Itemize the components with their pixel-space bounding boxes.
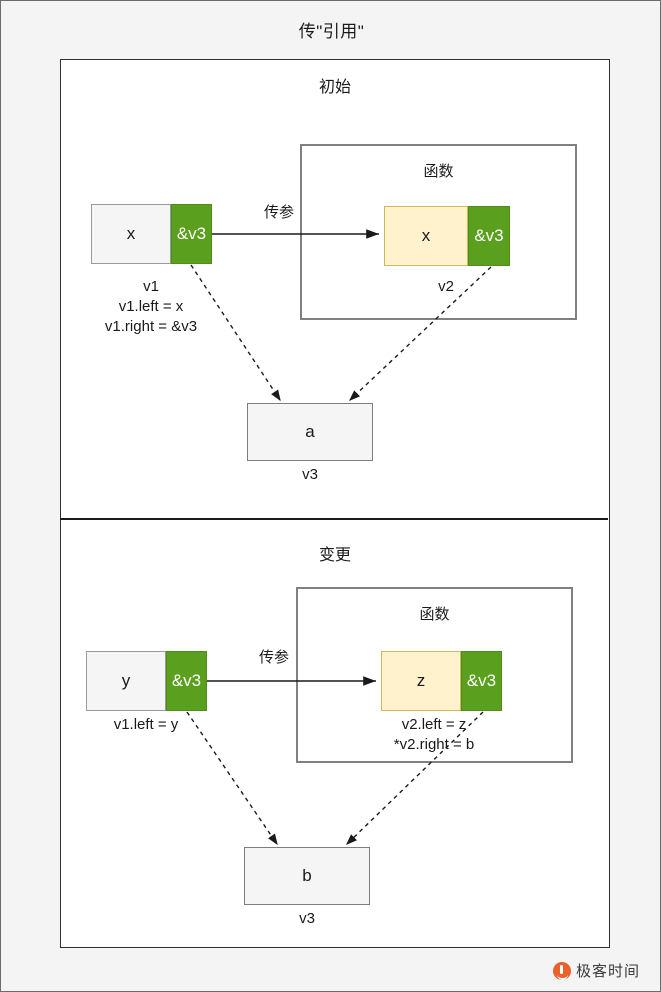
v1-caption: v1 v1.left = x v1.right = &v3 (61, 277, 241, 337)
watermark-label: 极客时间 (576, 963, 641, 980)
watermark: 极客时间 (553, 960, 640, 981)
v1-name: v1 (143, 278, 159, 295)
v2-right-cell-pointer: &v3 (468, 206, 510, 266)
target-box-v3-change: b (244, 847, 370, 905)
target-box-v3-initial: a (247, 403, 373, 461)
v1-right-cell-pointer: &v3 (171, 204, 212, 264)
v2-left-cell: x (384, 206, 468, 266)
v2-left-cell-change: z (381, 651, 461, 711)
section-divider (60, 518, 608, 520)
v1-left-cell-change: y (86, 651, 166, 711)
v1-detail-left: v1.left = x (118, 298, 184, 315)
edge-label-pass-change: 传参 (258, 649, 289, 666)
page-title: 传"引用" (298, 22, 365, 41)
function-scope-label-change: 函数 (419, 606, 450, 623)
v3-caption-initial: v3 (302, 466, 318, 483)
edge-label-pass-initial: 传参 (263, 204, 294, 221)
variable-box-v1-change: y &v3 (86, 651, 207, 711)
geektime-logo-icon (553, 961, 571, 980)
v1-left-cell: x (91, 204, 171, 264)
function-scope-label-initial: 函数 (423, 163, 454, 180)
section-heading-initial: 初始 (318, 79, 351, 96)
v2-caption-change: v2.left = z *v2.right = b (344, 715, 524, 755)
variable-box-v2-change: z &v3 (381, 651, 502, 711)
v3-caption-change: v3 (299, 910, 315, 927)
v1-caption-change: v1.left = y (113, 716, 179, 733)
section-heading-change: 变更 (318, 547, 351, 564)
v2-caption: v2 (438, 278, 454, 295)
v1-right-cell-pointer-change: &v3 (166, 651, 207, 711)
v2-detail-right-change: *v2.right = b (393, 736, 475, 753)
variable-box-v2: x &v3 (384, 206, 510, 266)
v2-detail-left-change: v2.left = z (401, 716, 467, 733)
v1-detail-right: v1.right = &v3 (104, 318, 198, 335)
v2-right-cell-pointer-change: &v3 (461, 651, 502, 711)
variable-box-v1: x &v3 (91, 204, 212, 264)
